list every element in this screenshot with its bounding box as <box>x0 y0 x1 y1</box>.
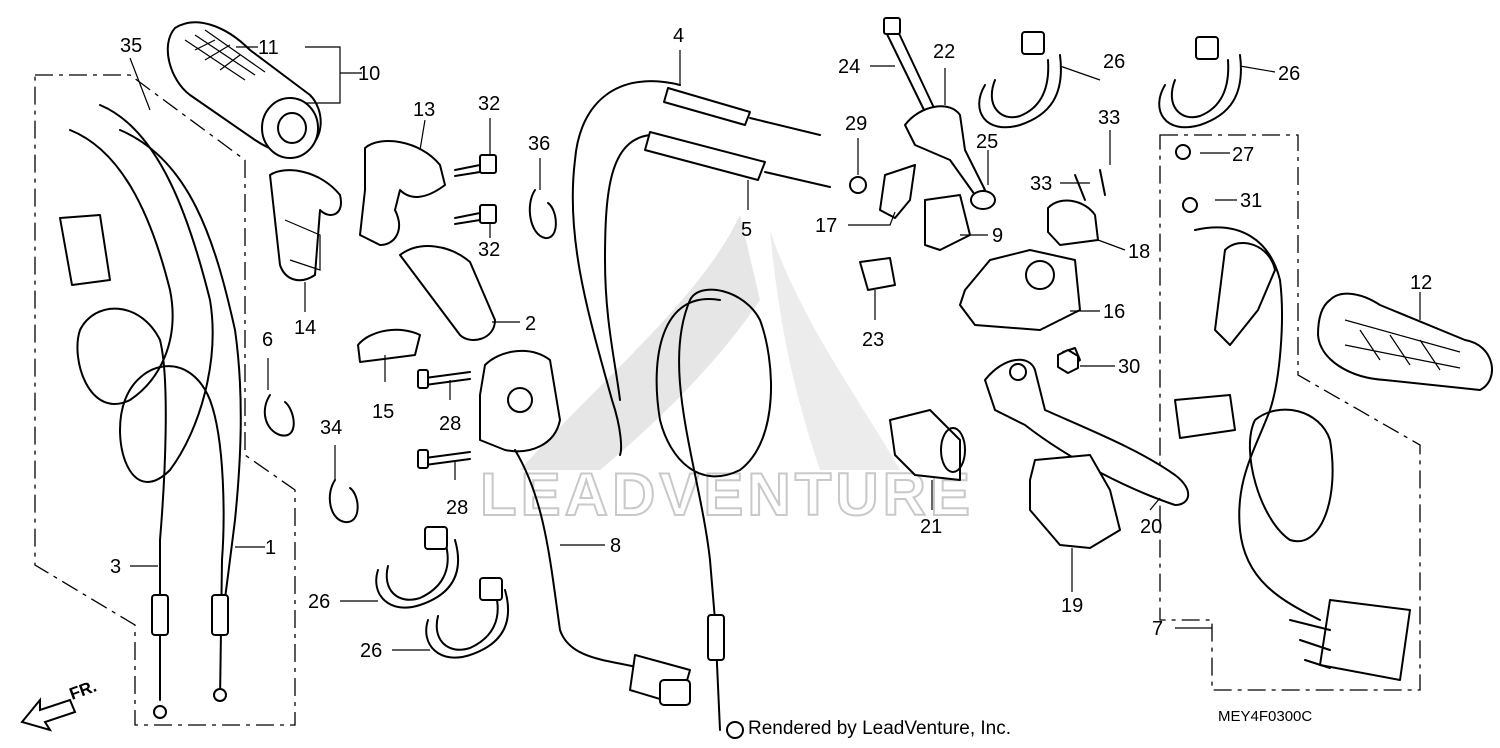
diagram-code: MEY4F0300C <box>1218 708 1313 725</box>
callout-15: 15 <box>372 401 394 423</box>
callout-24: 24 <box>838 56 860 78</box>
callout-3: 3 <box>110 556 121 578</box>
callout-8: 8 <box>610 535 621 557</box>
callout-numbers: 11 10 35 13 32 32 36 14 2 6 15 28 28 34 … <box>110 25 1432 662</box>
callout-32a: 32 <box>478 93 500 115</box>
callout-10: 10 <box>358 63 380 85</box>
callout-33b: 33 <box>1030 173 1052 195</box>
callout-25: 25 <box>976 131 998 153</box>
callout-36: 36 <box>528 133 550 155</box>
throttle-housing-part <box>269 140 446 282</box>
callout-35: 35 <box>120 35 142 57</box>
callout-28a: 28 <box>439 413 461 435</box>
callout-6: 6 <box>262 329 273 351</box>
callout-26b: 26 <box>360 640 382 662</box>
callout-11: 11 <box>258 37 279 59</box>
callout-5: 5 <box>741 219 752 241</box>
front-direction-arrow: FR. <box>20 677 99 732</box>
left-grip-part <box>1317 292 1493 391</box>
clutch-perch-part <box>959 169 1106 331</box>
switch-harness-part <box>514 449 691 706</box>
callout-30: 30 <box>1118 356 1140 378</box>
cable-clip-parts <box>263 189 557 523</box>
clutch-cables-part <box>571 80 831 739</box>
bracket-parts <box>849 164 971 291</box>
bolt-parts-32 <box>454 154 497 225</box>
hot-start-lever-part <box>883 17 996 210</box>
callout-32b: 32 <box>478 239 500 261</box>
callout-12: 12 <box>1410 272 1432 294</box>
callout-2: 2 <box>525 313 536 335</box>
engine-stop-switch-part <box>1174 144 1411 681</box>
watermark-text: LEADVENTURE <box>480 461 974 528</box>
callout-4: 4 <box>673 25 684 47</box>
hose-clamp-parts <box>375 31 1242 659</box>
render-credit: Rendered by LeadVenture, Inc. <box>748 718 1012 739</box>
callout-20: 20 <box>1140 516 1162 538</box>
nut-part <box>1057 349 1079 374</box>
callout-23: 23 <box>862 329 884 351</box>
leader-lines <box>129 46 1421 651</box>
callout-28b: 28 <box>446 497 468 519</box>
callout-26c: 26 <box>1103 51 1125 73</box>
callout-19: 19 <box>1061 595 1083 617</box>
callout-14: 14 <box>294 317 316 339</box>
watermark: LEADVENTURE <box>479 215 974 529</box>
callout-31: 31 <box>1240 190 1262 212</box>
throttle-grip-part <box>166 21 322 159</box>
callout-13: 13 <box>413 99 435 121</box>
callout-18: 18 <box>1128 241 1150 263</box>
callout-29: 29 <box>845 113 867 135</box>
cover-part <box>357 245 496 363</box>
callout-21: 21 <box>920 516 942 538</box>
callout-7: 7 <box>1152 618 1163 640</box>
callout-27: 27 <box>1232 144 1254 166</box>
callout-33a: 33 <box>1098 107 1120 129</box>
group-outline-switch <box>1159 134 1421 691</box>
callout-34: 34 <box>320 417 342 439</box>
group-outline-throttle <box>34 74 296 726</box>
callout-9: 9 <box>992 225 1003 247</box>
callout-16: 16 <box>1103 301 1125 323</box>
valve-parts <box>889 409 1121 549</box>
callout-26d: 26 <box>1278 63 1300 85</box>
front-marker-text: FR. <box>67 677 99 704</box>
callout-22: 22 <box>933 41 955 63</box>
kill-switch-part <box>417 349 561 469</box>
throttle-cables-part <box>59 104 242 719</box>
callout-17: 17 <box>815 215 837 237</box>
callout-26a: 26 <box>308 591 330 613</box>
callout-1: 1 <box>265 537 276 559</box>
